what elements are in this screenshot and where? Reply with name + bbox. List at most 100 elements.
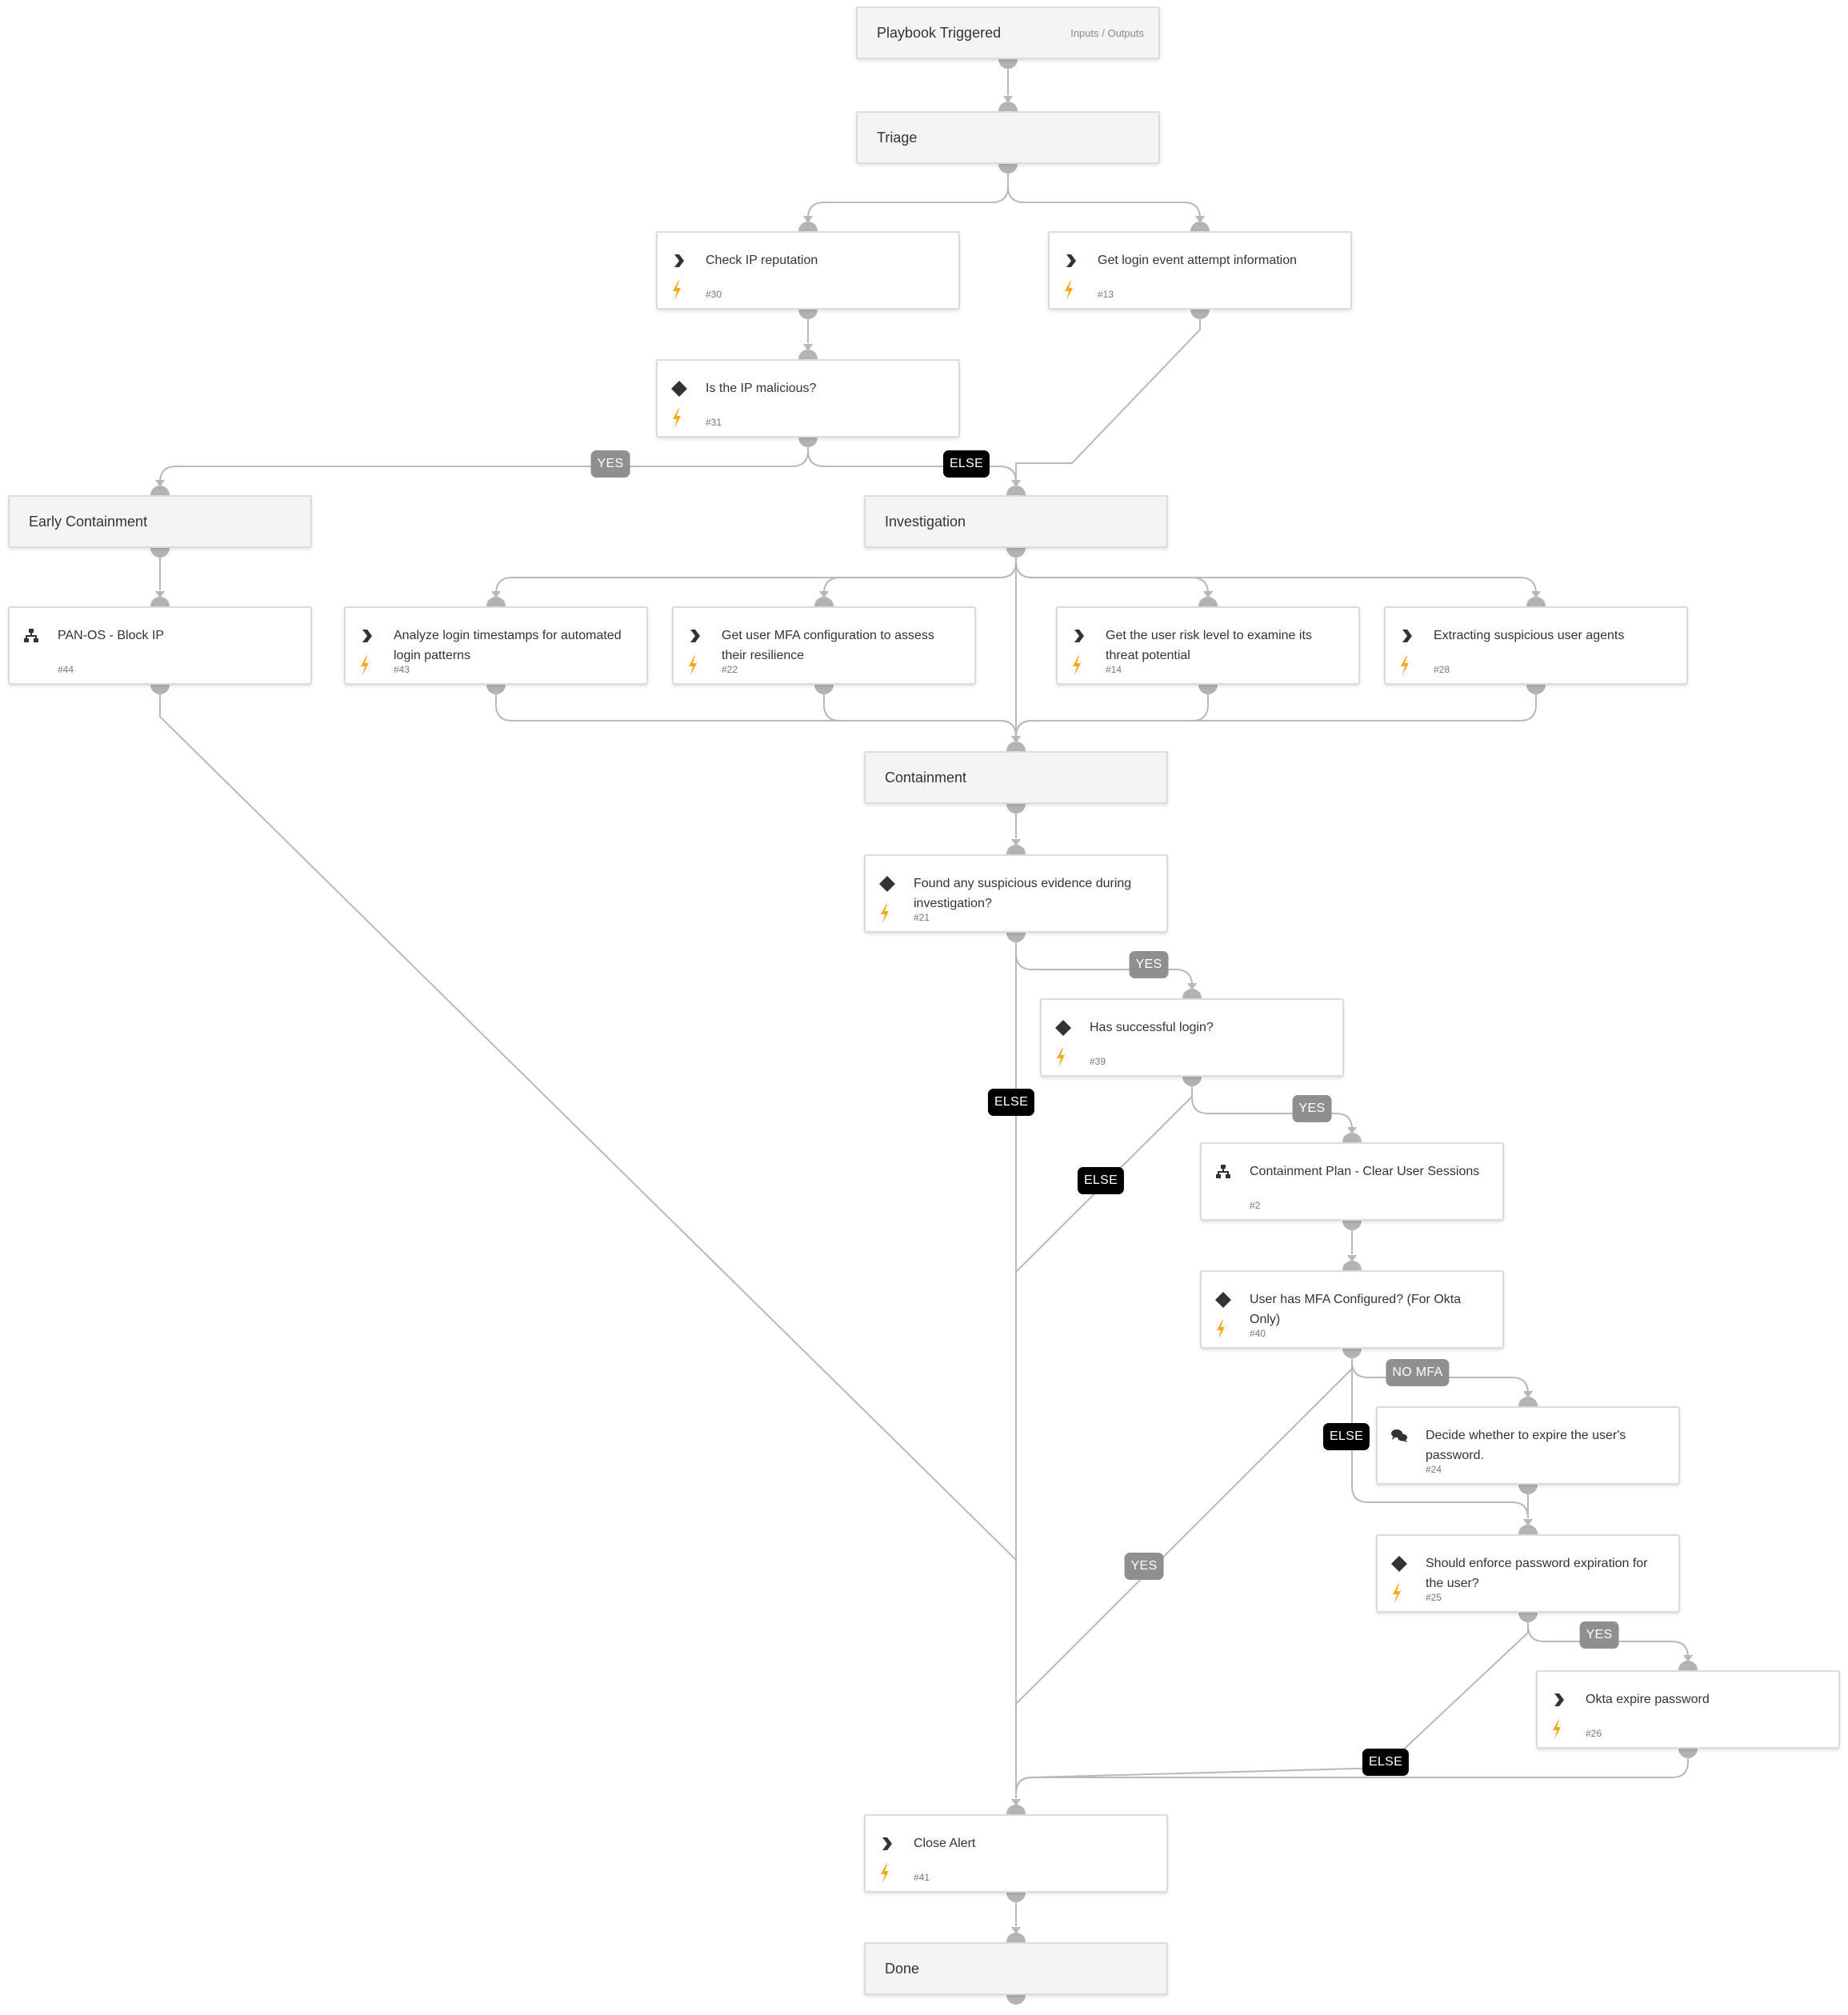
node-title: Get the user risk level to examine its t… [1106, 629, 1312, 662]
task-number: #40 [1250, 1328, 1266, 1339]
chevron-icon [1062, 252, 1080, 270]
node-n30[interactable]: Check IP reputation #30 [656, 231, 960, 310]
node-title: Analyze login timestamps for automated l… [394, 629, 622, 662]
node-done[interactable]: Done [864, 1942, 1168, 1995]
node-n31[interactable]: Is the IP malicious? #31 [656, 359, 960, 438]
sitemap-icon [22, 627, 40, 645]
lightning-icon [1550, 1720, 1563, 1739]
diamond-icon [1214, 1291, 1232, 1309]
lightning-icon [670, 281, 683, 300]
node-n26[interactable]: Okta expire password #26 [1536, 1670, 1840, 1749]
node-triage[interactable]: Triage [856, 111, 1160, 164]
task-number: #41 [914, 1872, 930, 1883]
node-title: Get login event attempt information [1098, 254, 1298, 267]
node-trigger[interactable]: Playbook Triggered Inputs / Outputs [856, 6, 1160, 59]
node-n13[interactable]: Get login event attempt information#13 [1048, 231, 1352, 310]
node-title: Done [885, 1960, 920, 1977]
edge-label-else: ELSE [1362, 1749, 1410, 1776]
node-title: Playbook Triggered [877, 24, 1002, 41]
node-title: Is the IP malicious? [706, 382, 817, 395]
lightning-icon [878, 1864, 891, 1883]
node-n44[interactable]: PAN-OS - Block IP#44 [8, 606, 312, 685]
arrowhead [803, 344, 813, 351]
arrowhead [1011, 480, 1021, 487]
node-n2[interactable]: Containment Plan - Clear User Sessions#2 [1200, 1142, 1504, 1221]
arrowhead [1011, 736, 1021, 743]
node-n25[interactable]: Should enforce password expiration for t… [1376, 1534, 1680, 1613]
edge-label-yes: YES [1579, 1621, 1619, 1649]
task-number: #26 [1586, 1728, 1602, 1739]
task-number: #39 [1090, 1056, 1106, 1067]
arrowhead [1531, 591, 1541, 598]
arrowhead [1195, 216, 1205, 223]
task-number: #28 [1434, 664, 1450, 675]
edge-investigation-n43 [495, 548, 1017, 594]
edge-label-yes: YES [1292, 1095, 1332, 1122]
edge-n40-n41 [1015, 1349, 1353, 1798]
chevron-icon [358, 627, 376, 645]
lightning-icon [358, 656, 371, 675]
lightning-icon [1390, 1584, 1403, 1603]
lightning-icon [1214, 1320, 1227, 1339]
node-investigation[interactable]: Investigation [864, 495, 1168, 548]
edge-label-yes: YES [1129, 951, 1169, 978]
edge-label-else: ELSE [942, 450, 990, 478]
lightning-icon [686, 656, 699, 675]
node-title: Has successful login? [1090, 1021, 1214, 1034]
edge-label-no-mfa: NO MFA [1386, 1359, 1450, 1386]
arrowhead [1203, 591, 1213, 598]
edge-n22-containment [823, 685, 1017, 738]
arrowhead [491, 591, 501, 598]
task-number: #43 [394, 664, 410, 675]
task-number: #30 [706, 289, 722, 300]
arrowhead [1523, 1391, 1533, 1398]
node-title: Containment [885, 769, 967, 786]
edge-n13-investigation [1015, 310, 1201, 479]
task-number: #21 [914, 912, 930, 923]
edge-n31-early [159, 438, 809, 483]
node-early[interactable]: Early Containment [8, 495, 312, 548]
edge-triage-n30 [807, 164, 1009, 219]
node-n41[interactable]: Close Alert#41 [864, 1814, 1168, 1893]
node-title: Okta expire password [1586, 1693, 1710, 1706]
task-number: #31 [706, 417, 722, 428]
node-n39[interactable]: Has successful login? #39 [1040, 998, 1344, 1077]
node-n40[interactable]: User has MFA Configured? (For Okta Only)… [1200, 1270, 1504, 1349]
node-title: Investigation [885, 513, 966, 530]
chat-icon [1390, 1427, 1408, 1445]
node-n14[interactable]: Get the user risk level to examine its t… [1056, 606, 1360, 685]
arrowhead [1187, 983, 1197, 990]
edge-n31-investigation [807, 438, 1017, 483]
edge-label-else: ELSE [987, 1089, 1035, 1116]
node-n28[interactable]: Extracting suspicious user agents#28 [1384, 606, 1688, 685]
lightning-icon [1054, 1048, 1067, 1067]
task-number: #14 [1106, 664, 1122, 675]
lightning-icon [878, 904, 891, 923]
task-number: #25 [1426, 1592, 1442, 1603]
edge-n21-n39 [1015, 933, 1193, 986]
task-number: #2 [1250, 1200, 1261, 1211]
task-number: #22 [722, 664, 738, 675]
node-containment[interactable]: Containment [864, 751, 1168, 804]
node-n22[interactable]: Get user MFA configuration to assess the… [672, 606, 976, 685]
task-number: #24 [1426, 1464, 1442, 1475]
edge-investigation-n14 [1015, 548, 1209, 594]
edge-n39-n2 [1191, 1077, 1353, 1130]
diamond-icon [670, 380, 688, 398]
node-n21[interactable]: Found any suspicious evidence during inv… [864, 854, 1168, 933]
node-n24[interactable]: Decide whether to expire the user's pass… [1376, 1406, 1680, 1485]
node-n43[interactable]: Analyze login timestamps for automated l… [344, 606, 648, 685]
node-title: Found any suspicious evidence during inv… [914, 877, 1132, 910]
arrowhead [1347, 1255, 1357, 1262]
lightning-icon [670, 409, 683, 428]
arrowhead [803, 216, 813, 223]
node-title: PAN-OS - Block IP [58, 629, 165, 642]
edge-triage-n13 [1007, 164, 1201, 219]
inputs-outputs-link[interactable]: Inputs / Outputs [1070, 26, 1144, 39]
diamond-icon [1054, 1019, 1072, 1037]
chevron-icon [878, 1835, 896, 1853]
node-title: Check IP reputation [706, 254, 818, 267]
edge-n44-n41 [159, 685, 1017, 1798]
arrowhead [155, 591, 165, 598]
